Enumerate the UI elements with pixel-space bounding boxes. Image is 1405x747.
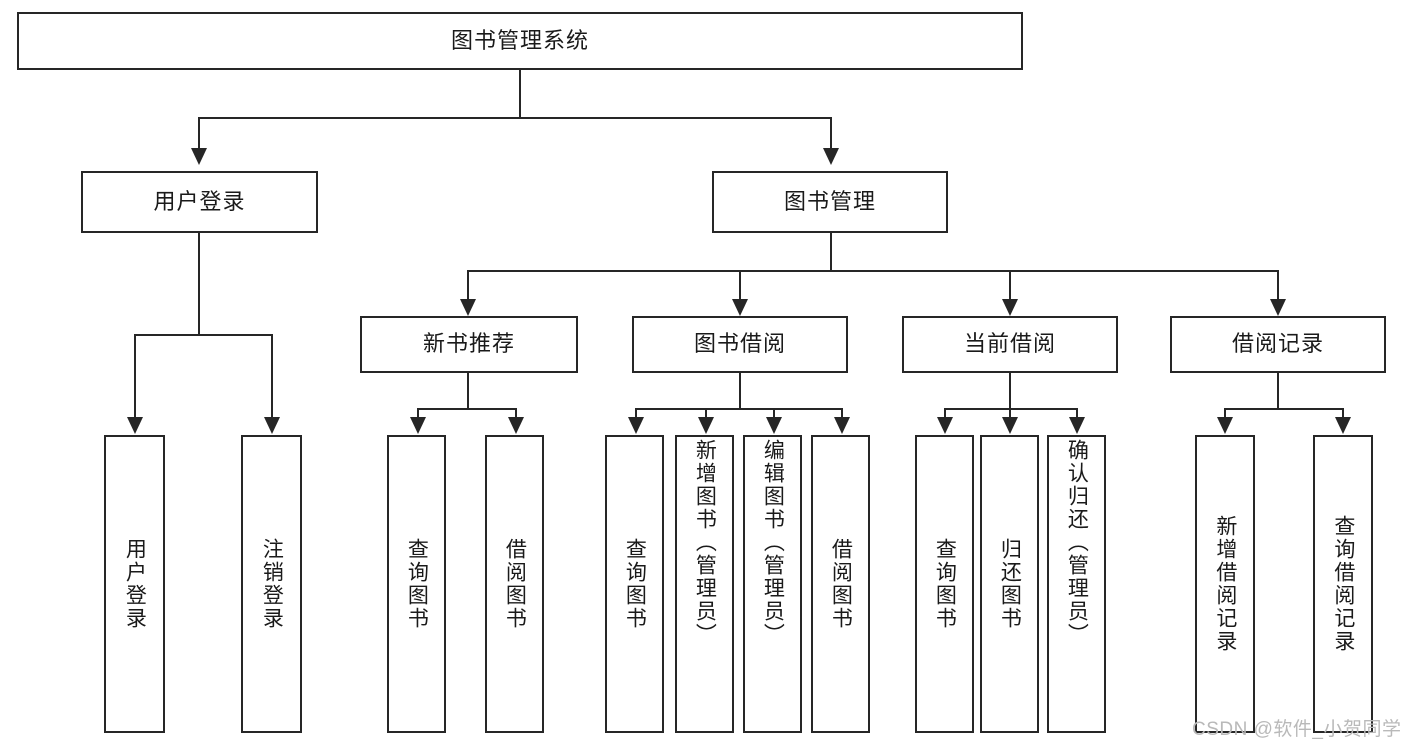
node-label: 当前借阅 <box>963 331 1056 357</box>
connector-user-login-stem <box>198 233 200 335</box>
arrow-bm-to-new-book <box>460 299 476 316</box>
connector-root-to-user-login <box>198 117 200 149</box>
leaf-borrow-book-1[interactable]: 借阅图书 <box>485 435 544 733</box>
csdn-watermark: CSDN @软件_小贺同学 <box>1192 719 1402 740</box>
leaf-label: 借阅图书 <box>829 538 853 630</box>
leaf-label: 查询图书 <box>933 538 957 630</box>
arrow-bb-to-leaf-3 <box>766 417 782 434</box>
leaf-label: 注销登录 <box>260 538 284 630</box>
arrow-bm-to-current-borrow <box>1002 299 1018 316</box>
leaf-label: 新增图书（管理员） <box>693 439 717 646</box>
arrow-bb-to-leaf-1 <box>628 417 644 434</box>
connector-root-to-book-management <box>830 117 832 149</box>
leaf-label: 新增借阅记录 <box>1213 515 1237 653</box>
arrow-bb-to-leaf-4 <box>834 417 850 434</box>
leaf-label: 查询图书 <box>405 538 429 630</box>
connector-bb-to-leaf-2 <box>705 408 707 422</box>
node-label: 借阅记录 <box>1231 331 1324 357</box>
connector-root-stem <box>519 70 521 118</box>
arrow-bm-to-book-borrow <box>732 299 748 316</box>
connector-bb-to-leaf-1 <box>635 408 637 422</box>
node-label: 用户登录 <box>153 188 246 214</box>
connector-bm-to-current-borrow <box>1009 270 1011 300</box>
node-label: 新书推荐 <box>422 331 515 357</box>
connector-cb-to-leaf-2 <box>1009 408 1011 422</box>
arrow-user-login-to-leaf-2 <box>264 417 280 434</box>
connector-book-management-stem <box>830 233 832 271</box>
leaf-query-record[interactable]: 查询借阅记录 <box>1313 435 1373 733</box>
node-label: 图书管理系统 <box>450 27 589 53</box>
connector-book-borrow-bar <box>635 408 843 410</box>
connector-cb-to-leaf-3 <box>1076 408 1078 422</box>
node-label: 图书管理 <box>783 188 876 214</box>
arrow-cb-to-leaf-2 <box>1002 417 1018 434</box>
arrow-cb-to-leaf-1 <box>937 417 953 434</box>
leaf-label: 用户登录 <box>123 538 147 630</box>
connector-bm-to-borrow-record <box>1277 270 1279 300</box>
connector-new-book-to-leaf-2 <box>515 408 517 422</box>
node-book-management[interactable]: 图书管理 <box>712 171 948 233</box>
leaf-add-record[interactable]: 新增借阅记录 <box>1195 435 1255 733</box>
connector-bb-to-leaf-3 <box>773 408 775 422</box>
connector-user-login-to-leaf-1 <box>134 334 136 418</box>
leaf-label: 查询借阅记录 <box>1331 515 1355 653</box>
node-label: 图书借阅 <box>693 331 786 357</box>
arrow-cb-to-leaf-3 <box>1069 417 1085 434</box>
leaf-label: 查询图书 <box>623 538 647 630</box>
node-book-management-system[interactable]: 图书管理系统 <box>17 12 1023 70</box>
connector-br-to-leaf-1 <box>1224 408 1226 422</box>
connector-bb-to-leaf-4 <box>841 408 843 422</box>
leaf-user-login[interactable]: 用户登录 <box>104 435 165 733</box>
connector-book-borrow-stem <box>739 373 741 409</box>
arrow-new-book-to-leaf-2 <box>508 417 524 434</box>
connector-book-management-bar <box>467 270 1279 272</box>
leaf-borrow-book-2[interactable]: 借阅图书 <box>811 435 870 733</box>
connector-user-login-to-leaf-2 <box>271 334 273 418</box>
node-new-book-recommend[interactable]: 新书推荐 <box>360 316 578 373</box>
arrow-bm-to-borrow-record <box>1270 299 1286 316</box>
node-book-borrow[interactable]: 图书借阅 <box>632 316 848 373</box>
leaf-edit-book[interactable]: 编辑图书（管理员） <box>743 435 802 733</box>
leaf-query-book-3[interactable]: 查询图书 <box>915 435 974 733</box>
node-borrow-record[interactable]: 借阅记录 <box>1170 316 1386 373</box>
connector-root-bar <box>198 117 832 119</box>
connector-cb-to-leaf-1 <box>944 408 946 422</box>
leaf-label: 归还图书 <box>998 538 1022 630</box>
arrow-new-book-to-leaf-1 <box>410 417 426 434</box>
connector-bm-to-new-book <box>467 270 469 300</box>
leaf-label: 确认归还（管理员） <box>1065 439 1089 646</box>
leaf-label: 编辑图书（管理员） <box>761 439 785 646</box>
connector-new-book-to-leaf-1 <box>417 408 419 422</box>
leaf-return-book[interactable]: 归还图书 <box>980 435 1039 733</box>
leaf-query-book-1[interactable]: 查询图书 <box>387 435 446 733</box>
connector-borrow-record-stem <box>1277 373 1279 409</box>
connector-new-book-stem <box>467 373 469 409</box>
arrow-user-login-to-leaf-1 <box>127 417 143 434</box>
arrow-root-to-user-login <box>191 148 207 165</box>
connector-br-to-leaf-2 <box>1342 408 1344 422</box>
arrow-br-to-leaf-2 <box>1335 417 1351 434</box>
leaf-label: 借阅图书 <box>503 538 527 630</box>
arrow-bb-to-leaf-2 <box>698 417 714 434</box>
arrow-root-to-book-management <box>823 148 839 165</box>
leaf-confirm-return[interactable]: 确认归还（管理员） <box>1047 435 1106 733</box>
leaf-query-book-2[interactable]: 查询图书 <box>605 435 664 733</box>
connector-bm-to-book-borrow <box>739 270 741 300</box>
leaf-add-book[interactable]: 新增图书（管理员） <box>675 435 734 733</box>
node-current-borrow[interactable]: 当前借阅 <box>902 316 1118 373</box>
connector-current-borrow-bar <box>944 408 1078 410</box>
node-user-login[interactable]: 用户登录 <box>81 171 318 233</box>
connector-new-book-bar <box>417 408 517 410</box>
connector-user-login-bar <box>134 334 271 336</box>
arrow-br-to-leaf-1 <box>1217 417 1233 434</box>
connector-borrow-record-bar <box>1224 408 1344 410</box>
connector-current-borrow-stem <box>1009 373 1011 409</box>
leaf-logout-login[interactable]: 注销登录 <box>241 435 302 733</box>
